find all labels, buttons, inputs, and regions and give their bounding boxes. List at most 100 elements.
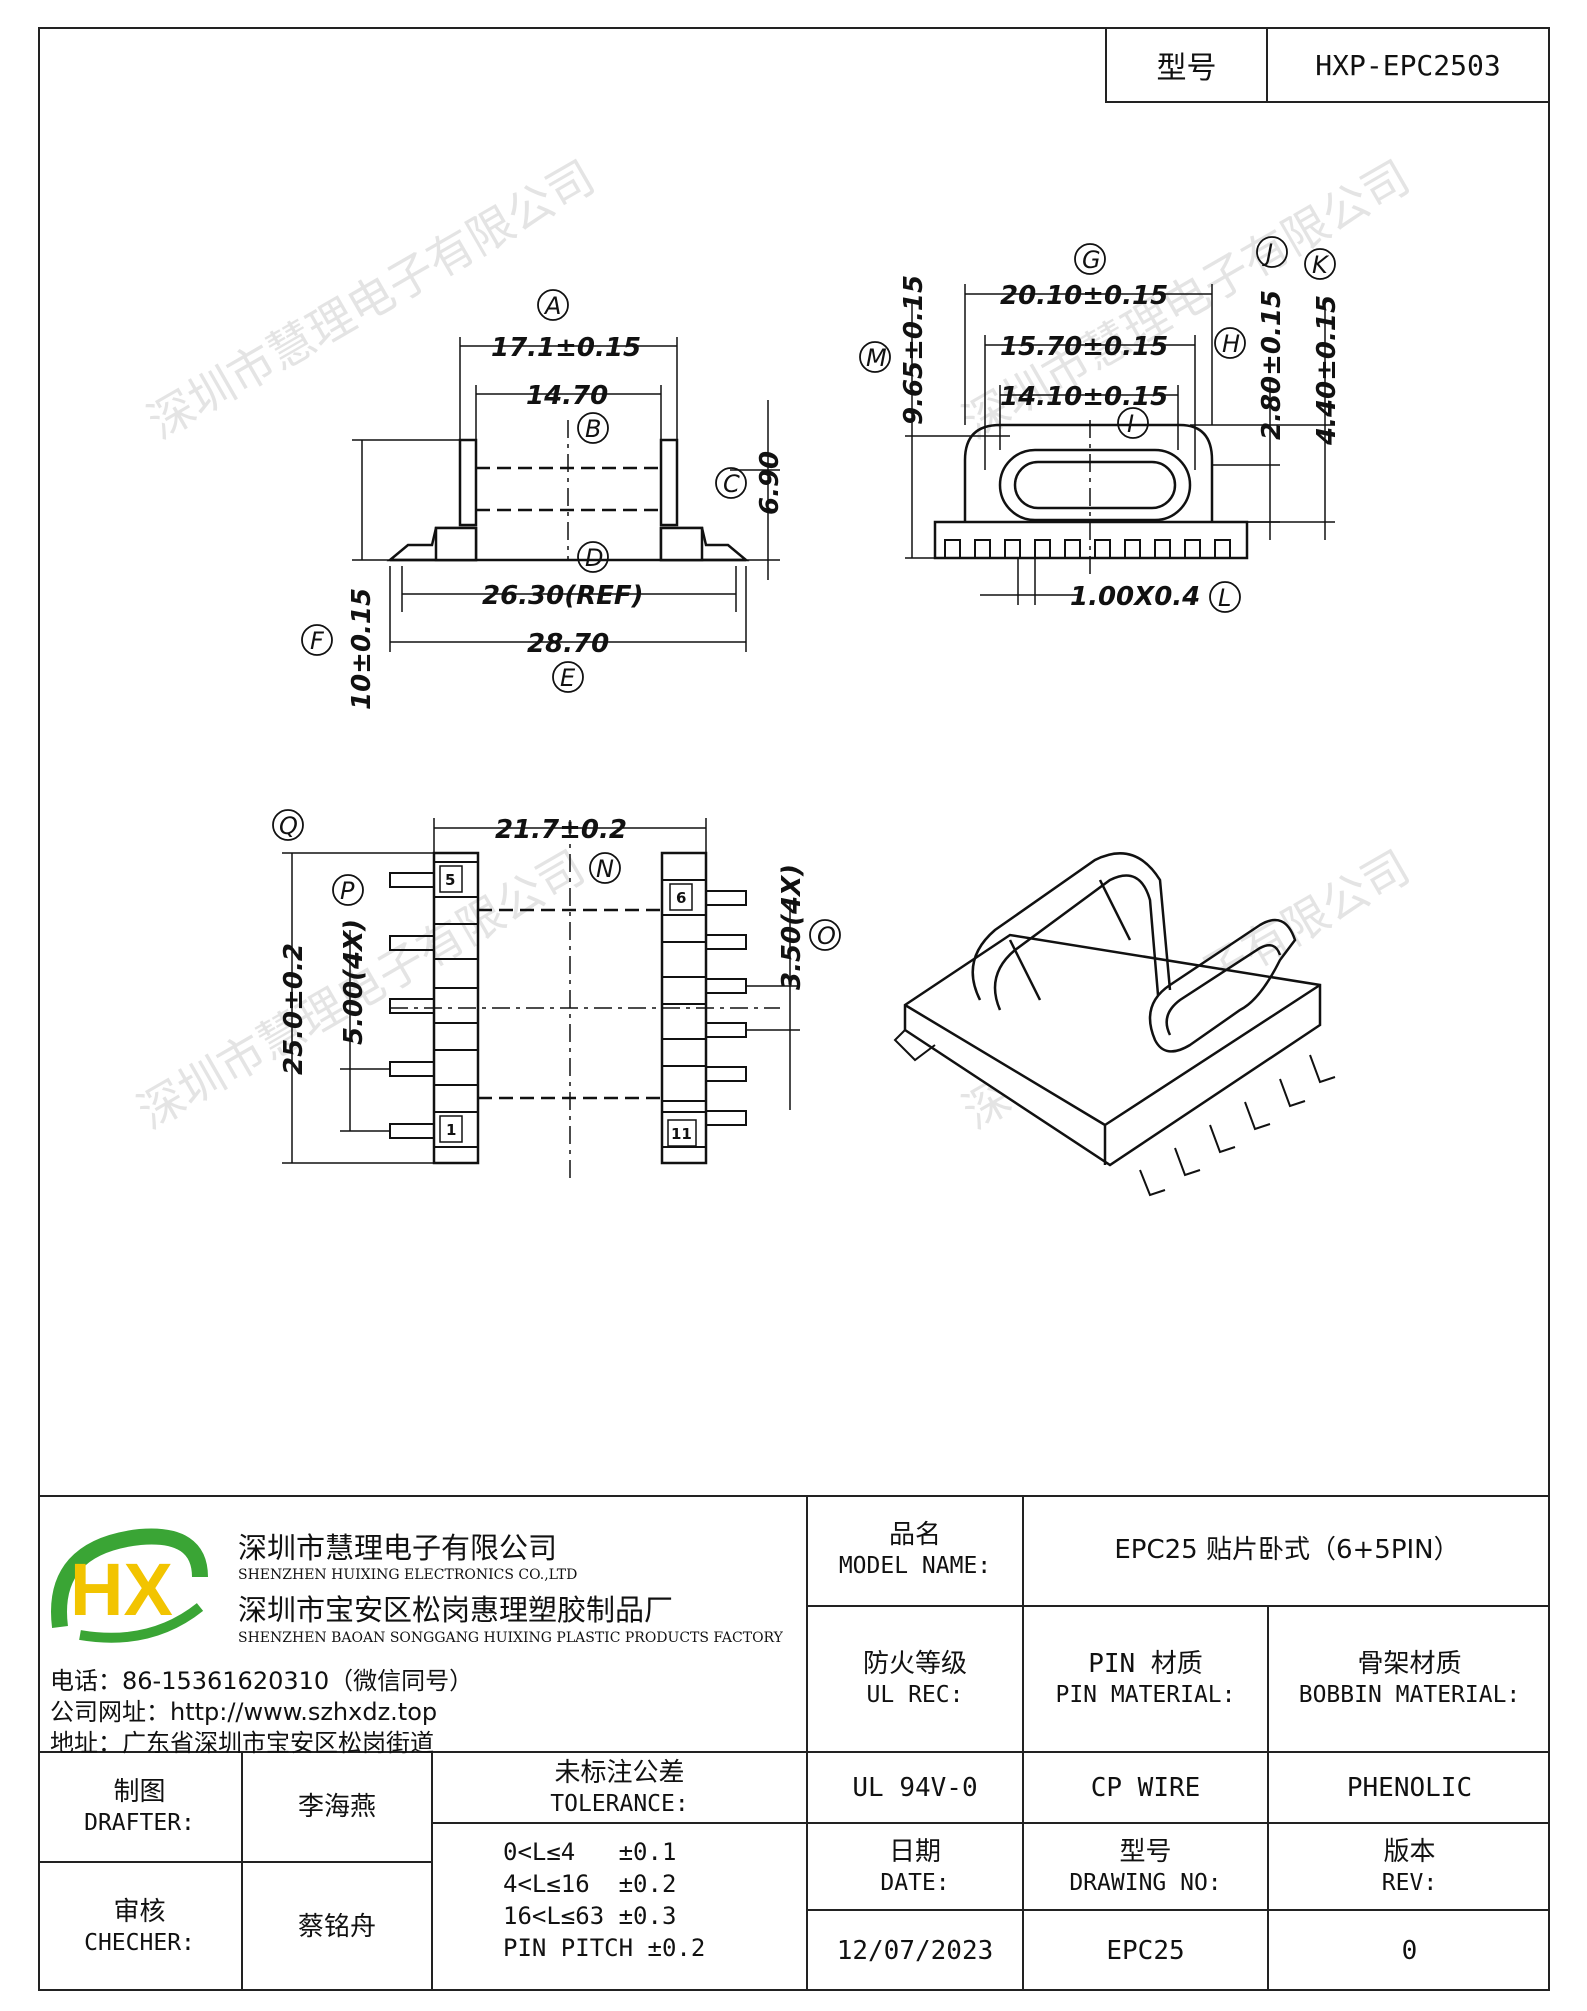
checker-name: 蔡铭舟	[243, 1863, 433, 1991]
pin-mat-en: PIN MATERIAL:	[1055, 1682, 1236, 1708]
company-address: 地址：广东省深圳市宝安区松岗街道	[50, 1729, 434, 1757]
marker-m: M	[866, 344, 887, 372]
rev-value-text: 0	[1401, 1936, 1418, 1966]
drawing-cn: 型号	[1119, 1836, 1172, 1867]
model-value: HXP-EPC2503	[1315, 48, 1501, 82]
pin-material-label: PIN 材质 PIN MATERIAL:	[1024, 1607, 1269, 1753]
marker-c: C	[723, 470, 740, 498]
marker-n: N	[596, 855, 614, 883]
bobbin-material-label: 骨架材质 BOBBIN MATERIAL:	[1269, 1607, 1550, 1753]
ul-rec-label: 防火等级 UL REC:	[808, 1607, 1024, 1753]
model-name-value: EPC25 贴片卧式（6+5PIN）	[1024, 1495, 1550, 1607]
dim-b: 14.70	[526, 381, 608, 411]
bobbin-value-text: PHENOLIC	[1346, 1772, 1473, 1803]
marker-d: D	[585, 544, 603, 572]
side-view: 20.10±0.15 G 15.70±0.15 H 14.10±0.15 I 2…	[859, 236, 1342, 613]
drawing-no-value: EPC25	[1024, 1911, 1269, 1991]
company-info: HX 深圳市慧理电子有限公司 SHENZHEN HUIXING ELECTRON…	[38, 1495, 808, 1757]
dim-p: 5.00(4X)	[339, 919, 369, 1045]
marker-k: K	[1312, 251, 1330, 279]
company-website: 公司网址：http://www.szhxdz.top	[50, 1698, 438, 1726]
ul-cn: 防火等级	[862, 1649, 967, 1679]
model-label: 型号	[1107, 29, 1268, 101]
tolerance-line-2: 4<L≤16 ±0.2	[503, 1870, 677, 1898]
dim-m: 9.65±0.15	[899, 275, 929, 425]
drawing-en: DRAWING NO:	[1069, 1869, 1222, 1896]
dim-f: 10±0.15	[347, 588, 377, 710]
bobbin-cn: 骨架材质	[1357, 1649, 1462, 1679]
dim-g: 20.10±0.15	[1000, 281, 1168, 311]
model-name-label: 品名 MODEL NAME:	[808, 1495, 1024, 1607]
title-block: HX 深圳市慧理电子有限公司 SHENZHEN HUIXING ELECTRON…	[38, 1495, 1550, 1991]
pin-11-label: 11	[671, 1125, 692, 1143]
dim-i: 14.10±0.15	[1000, 382, 1168, 412]
pin-5-label: 5	[445, 871, 455, 889]
date-cn: 日期	[888, 1836, 941, 1867]
marker-f: F	[310, 627, 325, 655]
date-value: 12/07/2023	[808, 1911, 1024, 1991]
drawing-frame	[38, 27, 1550, 1991]
rev-cn: 版本	[1383, 1836, 1436, 1867]
marker-o: O	[817, 922, 836, 950]
dim-c: 6.90	[755, 451, 785, 515]
model-number-box: 型号 HXP-EPC2503	[1105, 27, 1550, 103]
marker-i: I	[1127, 410, 1134, 438]
model-name-cn: 品名	[888, 1520, 941, 1550]
technical-drawing: 深圳市慧理电子有限公司 深圳市慧理电子有限公司 深圳市慧理电子有限公司 深圳市慧…	[129, 150, 1419, 1197]
drafter-name-text: 李海燕	[297, 1792, 376, 1822]
marker-g: G	[1082, 246, 1101, 274]
factory-name-cn: 深圳市宝安区松岗惠理塑胶制品厂	[238, 1593, 674, 1627]
marker-a: A	[543, 292, 561, 320]
model-name-text: EPC25 贴片卧式（6+5PIN）	[1114, 1535, 1460, 1565]
dim-e: 28.70	[527, 629, 609, 659]
marker-h: H	[1222, 330, 1240, 358]
drafter-label: 制图 DRAFTER:	[38, 1753, 243, 1863]
company-name-en: SHENZHEN HUIXING ELECTRONICS CO.,LTD	[238, 1567, 578, 1583]
model-name-en: MODEL NAME:	[838, 1553, 992, 1579]
marker-j: J	[1262, 239, 1273, 267]
drafter-name: 李海燕	[243, 1753, 433, 1863]
checker-name-text: 蔡铭舟	[297, 1912, 376, 1942]
dim-d: 26.30(REF)	[482, 581, 644, 611]
checker-label: 审核 CHECHER:	[38, 1863, 243, 1991]
rev-en: REV:	[1381, 1869, 1438, 1896]
tolerance-cn: 未标注公差	[554, 1757, 685, 1788]
dim-h: 15.70±0.15	[1000, 332, 1168, 362]
dim-o: 3.50(4X)	[777, 864, 807, 990]
tolerance-label: 未标注公差 TOLERANCE:	[433, 1753, 808, 1824]
tolerance-line-4: PIN PITCH ±0.2	[503, 1934, 706, 1962]
dim-a: 17.1±0.15	[491, 333, 641, 363]
pin-6-label: 6	[676, 889, 686, 907]
ul-value: UL 94V-0	[808, 1753, 1024, 1824]
checker-en: CHECHER:	[84, 1930, 195, 1956]
marker-b: B	[585, 415, 601, 443]
pin-mat-cn: PIN 材质	[1088, 1649, 1203, 1679]
marker-l: L	[1218, 584, 1231, 612]
tolerance-en: TOLERANCE:	[550, 1790, 689, 1817]
rev-label: 版本 REV:	[1269, 1824, 1550, 1911]
company-name-cn: 深圳市慧理电子有限公司	[238, 1531, 558, 1565]
bobbin-en: BOBBIN MATERIAL:	[1298, 1682, 1521, 1708]
dim-l: 1.00X0.4	[1070, 582, 1200, 612]
drafter-cn: 制图	[113, 1777, 166, 1807]
company-phone: 电话：86-15361620310（微信同号）	[50, 1667, 474, 1695]
date-label: 日期 DATE:	[808, 1824, 1024, 1911]
tolerance-line-3: 16<L≤63 ±0.3	[503, 1902, 677, 1930]
pin-1-label: 1	[446, 1121, 456, 1139]
ul-en: UL REC:	[866, 1682, 964, 1708]
factory-name-en: SHENZHEN BAOAN SONGGANG HUIXING PLASTIC …	[238, 1630, 783, 1646]
tolerance-line-1: 0<L≤4 ±0.1	[503, 1838, 677, 1866]
drawing-value-text: EPC25	[1106, 1936, 1185, 1966]
drawing-no-label: 型号 DRAWING NO:	[1024, 1824, 1269, 1911]
date-en: DATE:	[880, 1869, 950, 1896]
dim-n: 21.7±0.2	[495, 815, 627, 845]
logo-letters: HX	[70, 1548, 173, 1631]
marker-p: P	[340, 877, 355, 905]
checker-cn: 审核	[113, 1897, 166, 1927]
pin-material-value: CP WIRE	[1024, 1753, 1269, 1824]
rev-value: 0	[1269, 1911, 1550, 1991]
tolerance-table: 0<L≤4 ±0.1 4<L≤16 ±0.2 16<L≤63 ±0.3 PIN …	[433, 1824, 808, 1991]
isometric-view	[893, 852, 1336, 1197]
marker-q: Q	[279, 812, 298, 840]
dim-k: 4.40±0.15	[1312, 295, 1342, 446]
